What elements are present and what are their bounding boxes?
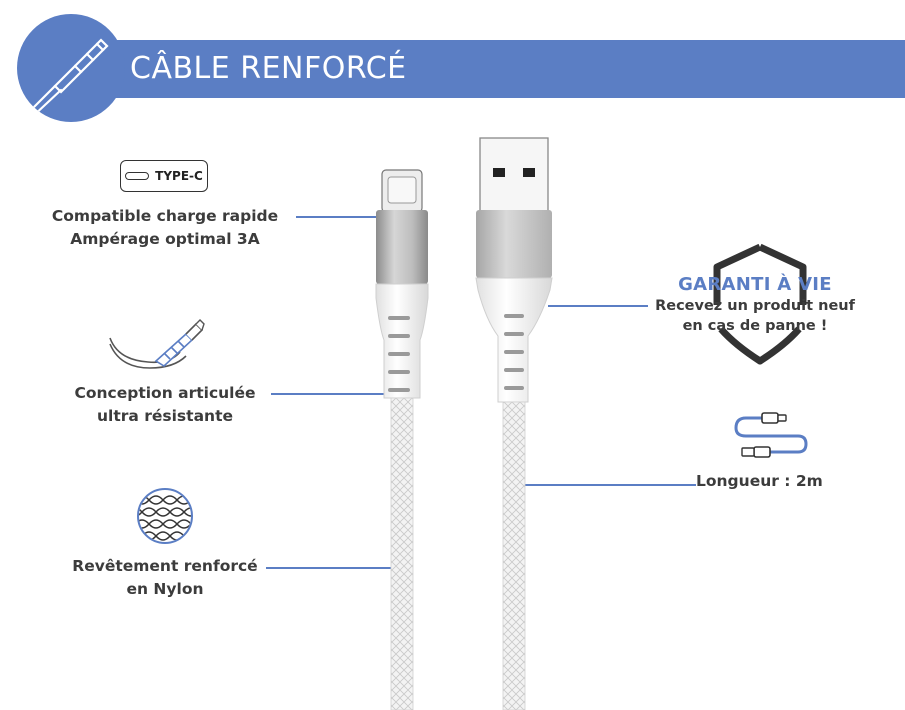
nylon-mesh-icon [137,488,193,544]
header-circle [17,14,125,122]
usb-c-cable [375,169,429,710]
feature-nylon-line2: en Nylon [126,580,204,598]
type-c-label: TYPE-C [155,169,203,183]
feature-nylon: Revêtement renforcé en Nylon [40,555,290,601]
feature-nylon-line1: Revêtement renforcé [72,557,258,575]
feature-articulated: Conception articulée ultra résistante [40,382,290,428]
type-c-badge: TYPE-C [120,160,208,192]
length-label: Longueur : 2m [696,472,823,490]
shield-icon [713,243,807,365]
feature-articulated-line2: ultra résistante [96,407,233,425]
feature-charge-line2: Ampérage optimal 3A [70,230,260,248]
line-length [524,484,696,486]
line-articulated [271,393,388,395]
line-charge [296,216,376,218]
feature-charge-line1: Compatible charge rapide [51,207,279,225]
page-title: CÂBLE RENFORCÉ [130,51,407,86]
bent-cable-icon [109,319,205,369]
line-nylon [266,567,392,569]
line-guarantee [548,305,648,307]
usb-a-cable [475,137,553,710]
feature-articulated-line1: Conception articulée [74,384,256,402]
guarantee-title: GARANTI À VIE [678,274,832,295]
header-banner [60,40,905,98]
feature-charge: Compatible charge rapide Ampérage optima… [40,205,290,251]
usb-c-port-icon [125,172,150,180]
cable-illustration [375,137,553,710]
guarantee-text: Recevez un produit neuf en cas de panne … [650,296,860,336]
guarantee-line2: en cas de panne ! [682,318,828,334]
guarantee-line1: Recevez un produit neuf [655,298,855,314]
cable-icon [23,38,109,120]
coiled-cable-icon [734,412,808,458]
